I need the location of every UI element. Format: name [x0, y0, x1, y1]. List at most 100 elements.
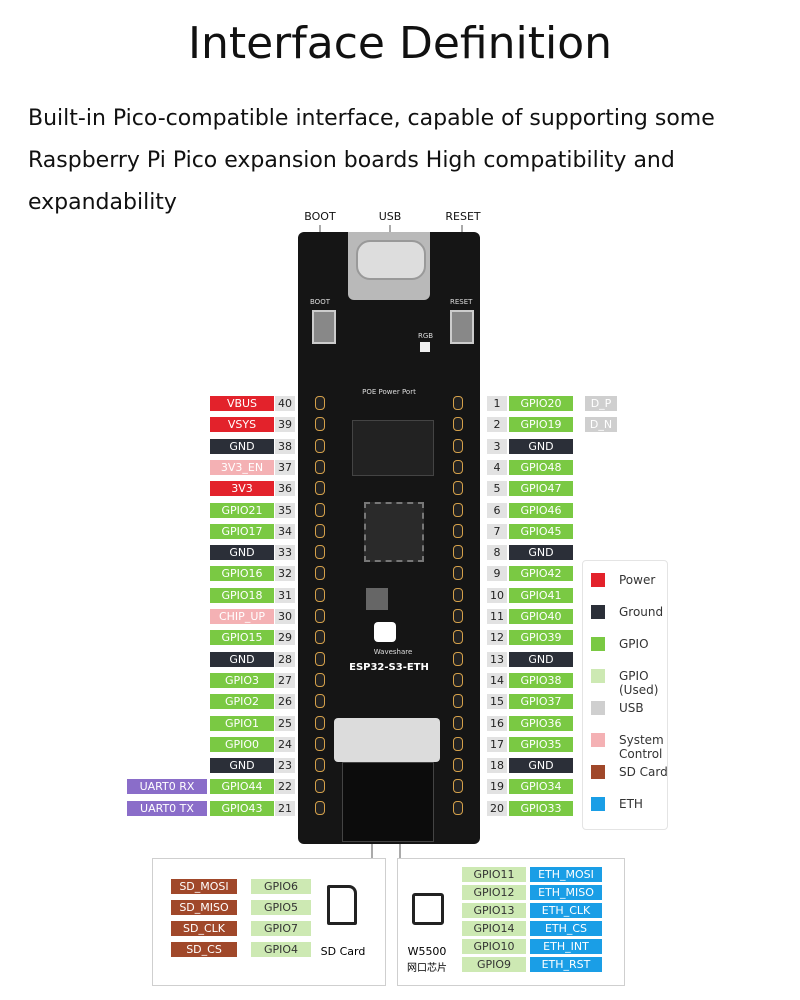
pin-label-27: GPIO3	[210, 672, 274, 688]
pin-label-18: GND	[509, 758, 573, 774]
pin-number-1: 1	[487, 396, 507, 411]
pin-number-40: 40	[275, 396, 295, 411]
legend-swatch	[591, 573, 605, 587]
pin-number-19: 19	[487, 779, 507, 795]
pin-hole	[315, 736, 325, 751]
pin-label-11: GPIO40	[509, 609, 573, 624]
pin-number-17: 17	[487, 736, 507, 752]
pin-number-28: 28	[275, 651, 295, 667]
legend-label: GPIO	[619, 637, 649, 651]
pin-label-16: GPIO36	[509, 715, 573, 731]
reset-top-label: RESET	[445, 210, 481, 223]
legend-label: Ground	[619, 605, 664, 619]
pin-label-2: GPIO19	[509, 417, 573, 433]
sd-signal: SD_CS	[171, 942, 237, 957]
rgb-silk: RGB	[418, 332, 434, 340]
usb-top-label: USB	[378, 210, 402, 223]
legend-label: USB	[619, 701, 644, 715]
pin-hole	[453, 417, 463, 432]
pin-label-1: GPIO20	[509, 396, 573, 411]
eth-gpio: GPIO12	[462, 885, 526, 900]
pin-label-30: CHIP_UP	[210, 609, 274, 624]
rgb-led	[420, 342, 430, 352]
pin-number-37: 37	[275, 459, 295, 475]
eth-signal: ETH_MISO	[530, 885, 602, 900]
pin-hole	[315, 609, 325, 623]
pin-number-12: 12	[487, 630, 507, 646]
eth-signal: ETH_INT	[530, 939, 602, 954]
pin-number-9: 9	[487, 566, 507, 582]
eth-gpio: GPIO10	[462, 939, 526, 954]
pin-number-5: 5	[487, 481, 507, 497]
sd-card-icon	[327, 885, 357, 925]
legend-swatch	[591, 669, 605, 683]
legend-swatch	[591, 797, 605, 811]
eth-signal: ETH_CLK	[530, 903, 602, 918]
pin-number-8: 8	[487, 545, 507, 561]
pin-hole	[315, 545, 325, 560]
pin-label-26: GPIO2	[210, 694, 274, 710]
board-name: ESP32-S3-ETH	[349, 662, 429, 673]
brand-label: Waveshare	[373, 648, 413, 656]
pin-hole	[453, 438, 463, 453]
pin-label-25: GPIO1	[210, 715, 274, 731]
pin-label-40: VBUS	[210, 396, 274, 411]
pin-number-14: 14	[487, 672, 507, 688]
pin-number-16: 16	[487, 715, 507, 731]
sd-card-label: SD Card	[320, 945, 366, 958]
pin-label-24: GPIO0	[210, 736, 274, 752]
pin-hole	[453, 523, 463, 538]
pin-number-31: 31	[275, 587, 295, 603]
left-pin-header	[314, 392, 326, 832]
legend-label: GPIO (Used)	[619, 669, 659, 697]
pin-number-18: 18	[487, 758, 507, 774]
pin-hole	[453, 396, 463, 410]
pin-number-11: 11	[487, 609, 507, 624]
legend-swatch	[591, 733, 605, 747]
pin-number-20: 20	[487, 800, 507, 816]
pin-number-35: 35	[275, 502, 295, 518]
pin-hole	[315, 651, 325, 666]
pin-label-31: GPIO18	[210, 587, 274, 603]
pin-label-3: GND	[509, 438, 573, 454]
pin-number-25: 25	[275, 715, 295, 731]
pin-label-22: GPIO44	[210, 779, 274, 795]
pin-number-26: 26	[275, 694, 295, 710]
poe-port-label: POE Power Port	[362, 388, 416, 396]
pin-alt-22: UART0 RX	[127, 779, 207, 795]
pin-label-36: 3V3	[210, 481, 274, 497]
pin-hole	[453, 779, 463, 794]
eth-gpio: GPIO11	[462, 867, 526, 882]
pin-label-28: GND	[210, 651, 274, 667]
pin-label-37: 3V3_EN	[210, 459, 274, 475]
legend-swatch	[591, 765, 605, 779]
pin-label-4: GPIO48	[509, 459, 573, 475]
eth-gpio: GPIO14	[462, 921, 526, 936]
pin-hole	[315, 800, 325, 815]
pin-number-22: 22	[275, 779, 295, 795]
pin-number-15: 15	[487, 694, 507, 710]
pin-hole	[315, 672, 325, 687]
pin-label-12: GPIO39	[509, 630, 573, 646]
pin-label-20: GPIO33	[509, 800, 573, 816]
pin-label-19: GPIO34	[509, 779, 573, 795]
pin-alt-1: D_P	[585, 396, 617, 411]
pin-number-32: 32	[275, 566, 295, 582]
pin-label-9: GPIO42	[509, 566, 573, 582]
pin-hole	[453, 481, 463, 496]
reset-button[interactable]	[450, 310, 474, 344]
pin-label-14: GPIO38	[509, 672, 573, 688]
boot-silk: BOOT	[310, 298, 330, 306]
pin-number-24: 24	[275, 736, 295, 752]
pin-hole	[453, 587, 463, 602]
pin-label-21: GPIO43	[210, 800, 274, 816]
pin-hole	[453, 672, 463, 687]
boot-button[interactable]	[312, 310, 336, 344]
pin-label-39: VSYS	[210, 417, 274, 433]
eth-signal: ETH_CS	[530, 921, 602, 936]
pin-label-38: GND	[210, 438, 274, 454]
pin-hole	[315, 481, 325, 496]
pin-label-13: GND	[509, 651, 573, 667]
